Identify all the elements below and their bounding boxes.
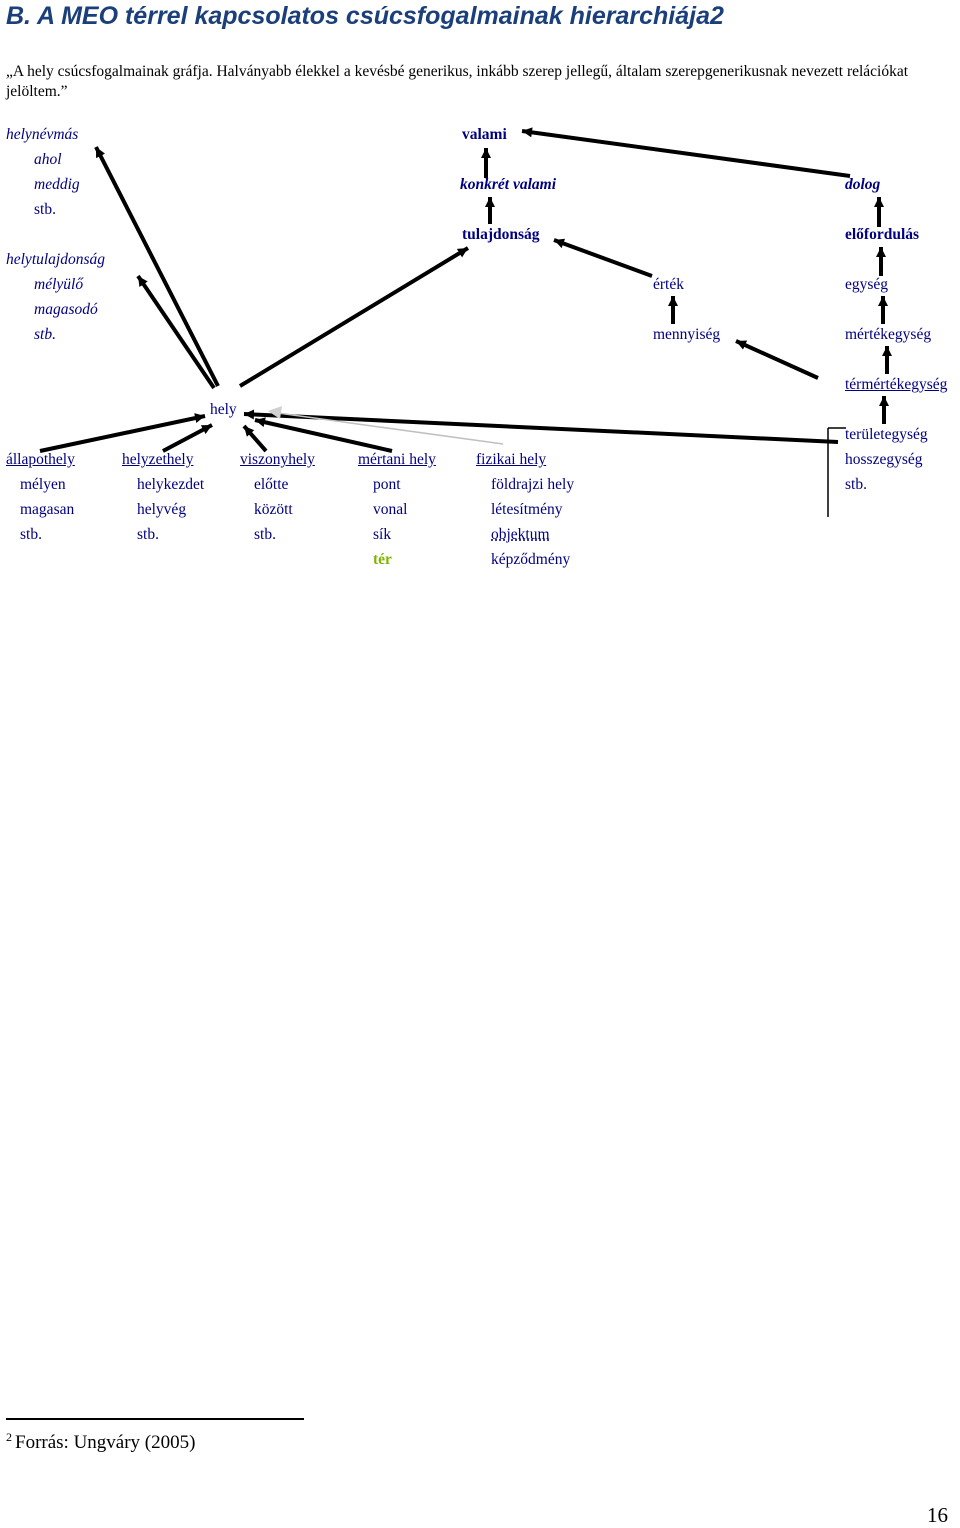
node-mennyiseg: mennyiség (653, 326, 721, 343)
node-ertek: érték (653, 276, 684, 293)
edge-mertekegyseg-mennyiseg (735, 339, 819, 380)
node-melyulo: mélyülő (34, 276, 84, 293)
edge-weak-fizikaihely-hely (277, 412, 504, 445)
node-stb: stb. (34, 201, 56, 218)
node-helykezdet: helykezdet (137, 476, 205, 493)
node-stb-italic: stb. (34, 326, 56, 343)
edge-hely-helynevmas (94, 146, 220, 387)
node-helynevmas: helynévmás (6, 126, 79, 143)
node-helytulajdonsag: helytulajdonság (6, 251, 106, 268)
node-magasodo: magasodó (34, 301, 98, 318)
node-teruletegyseg: területegység (845, 426, 928, 443)
node-kozott: között (254, 501, 293, 518)
edge-viszonyhely-hely (242, 424, 268, 453)
node-mertekegyseg: mértékegység (845, 326, 932, 343)
node-melyen: mélyen (20, 476, 66, 493)
node-ter: tér (373, 551, 392, 568)
footnote-number: 2 (6, 1430, 12, 1444)
node-ahol: ahol (34, 151, 62, 168)
edge-hely-termertekegyseg (243, 409, 839, 444)
node-magasan: magasan (20, 501, 75, 518)
node-objektum: objektum (491, 526, 550, 543)
node-helyveg: helyvég (137, 501, 187, 518)
edge-ertek-tulajdonsag (553, 238, 653, 278)
node-vonal: vonal (373, 501, 408, 518)
edge-helyzethely-hely (162, 423, 213, 453)
edge-hely-helytulajdonsag (136, 274, 216, 390)
node-mertani-hely: mértani hely (358, 451, 436, 468)
node-viszonyhely: viszonyhely (240, 451, 315, 468)
node-elotte: előtte (254, 476, 289, 493)
node-hosszegyseg: hosszegység (845, 451, 923, 468)
node-stb-unit: stb. (845, 476, 867, 493)
node-meddig: meddig (34, 176, 80, 193)
edge-dolog-valami (521, 127, 851, 178)
graph-edges (39, 127, 892, 517)
node-valami: valami (462, 126, 507, 143)
edge-hely-tulajdonsag (238, 246, 470, 388)
node-helyzethely: helyzethely (122, 451, 194, 468)
intro-paragraph: „A hely csúcsfogalmainak gráfja. Halvány… (6, 63, 909, 100)
edge-allapothely-hely (39, 413, 206, 453)
page-number: 16 (927, 1503, 948, 1527)
node-stb-helyzet: stb. (137, 526, 159, 543)
node-tulajdonsag: tulajdonság (462, 226, 540, 243)
node-sik: sík (373, 526, 392, 543)
node-kepzodmeny: képződmény (491, 551, 571, 568)
heading: B. A MEO térrel kapcsolatos csúcsfogalma… (6, 2, 724, 30)
node-pont: pont (373, 476, 401, 493)
weak-arrowhead-icon (268, 406, 282, 419)
footnote-text: Forrás: Ungváry (2005) (15, 1432, 196, 1453)
node-foldrajzi-hely: földrajzi hely (491, 476, 575, 493)
node-stb-allapot: stb. (20, 526, 42, 543)
node-egyseg: egység (845, 276, 889, 293)
node-allapothely: állapothely (6, 451, 75, 468)
node-stb-viszony: stb. (254, 526, 276, 543)
node-hely: hely (210, 401, 237, 418)
edge-mertanihely-hely (254, 417, 393, 453)
node-fizikai-hely: fizikai hely (476, 451, 547, 468)
node-elofordulas: előfordulás (845, 226, 920, 243)
footnote-separator (6, 1418, 304, 1420)
node-termertekegyseg: térmértékegység (845, 376, 948, 393)
node-dolog: dolog (845, 176, 881, 193)
node-konkret-valami: konkrét valami (460, 176, 557, 193)
node-letesitmeny: létesítmény (491, 501, 563, 518)
